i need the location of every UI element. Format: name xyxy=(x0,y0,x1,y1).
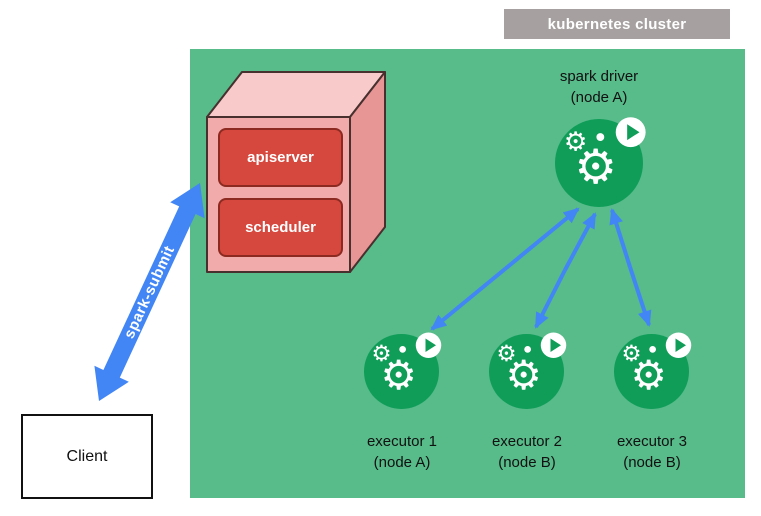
play-icon xyxy=(615,117,646,148)
scheduler-label: scheduler xyxy=(245,219,316,236)
arrow-driver-executor-1 xyxy=(430,267,507,331)
gear-icon: ⚙ xyxy=(371,340,392,367)
dot-icon xyxy=(596,133,605,141)
executor-3-icon: ⚙ ⚙ xyxy=(614,332,692,409)
arrow-driver-executor-3 xyxy=(628,266,652,327)
gear-icon: ⚙ xyxy=(574,139,617,195)
dot-icon xyxy=(524,346,531,353)
apiserver-box: apiserver xyxy=(218,128,343,187)
spark-submit-label: spark-submit xyxy=(121,243,178,341)
client-label: Client xyxy=(66,447,108,465)
kubernetes-cluster-badge: kubernetes cluster xyxy=(504,9,730,39)
kubernetes-cluster-label: kubernetes cluster xyxy=(547,15,687,33)
spark-driver-name: spark driver xyxy=(559,68,639,85)
gear-icon: ⚙ xyxy=(380,351,417,399)
executor-1-node: (node A) xyxy=(373,454,431,471)
scheduler-box: scheduler xyxy=(218,198,343,257)
executor-2-node: (node B) xyxy=(498,454,556,471)
spark-driver-node: (node A) xyxy=(570,89,628,106)
executor-1-name: executor 1 xyxy=(366,433,438,450)
spark-driver-label: spark driver (node A) xyxy=(509,66,689,108)
dot-icon xyxy=(649,346,656,353)
play-icon xyxy=(415,332,442,358)
gear-icon: ⚙ xyxy=(563,126,588,158)
executor-3-node: (node B) xyxy=(623,454,681,471)
play-icon xyxy=(665,332,692,358)
arrow-driver-executor-2 xyxy=(563,212,597,271)
gear-icon: ⚙ xyxy=(630,351,667,399)
executor-2-name: executor 2 xyxy=(491,433,563,450)
executor-1-icon: ⚙ ⚙ xyxy=(364,332,442,409)
driver-executor-arrows xyxy=(430,207,652,331)
executor-1-label: executor 1 (node A) xyxy=(327,431,477,473)
client-box: Client xyxy=(21,414,153,499)
arrow-driver-executor-2 xyxy=(534,269,567,329)
arrow-driver-executor-1 xyxy=(503,207,580,271)
spark-submit-arrow: spark-submit xyxy=(94,183,205,401)
apiserver-label: apiserver xyxy=(247,149,314,166)
gear-icon: ⚙ xyxy=(621,340,642,367)
spark-driver-icon: ⚙ ⚙ xyxy=(555,117,646,207)
arrow-driver-executor-3 xyxy=(609,208,632,268)
spark-submit-arrow-shape xyxy=(94,183,205,401)
executor-3-name: executor 3 xyxy=(616,433,688,450)
executor-2-icon: ⚙ ⚙ xyxy=(489,332,567,409)
executor-2-label: executor 2 (node B) xyxy=(452,431,602,473)
gear-icon: ⚙ xyxy=(496,340,517,367)
executor-3-label: executor 3 (node B) xyxy=(577,431,727,473)
gear-icon: ⚙ xyxy=(505,351,542,399)
play-icon xyxy=(540,332,567,358)
dot-icon xyxy=(399,346,406,353)
